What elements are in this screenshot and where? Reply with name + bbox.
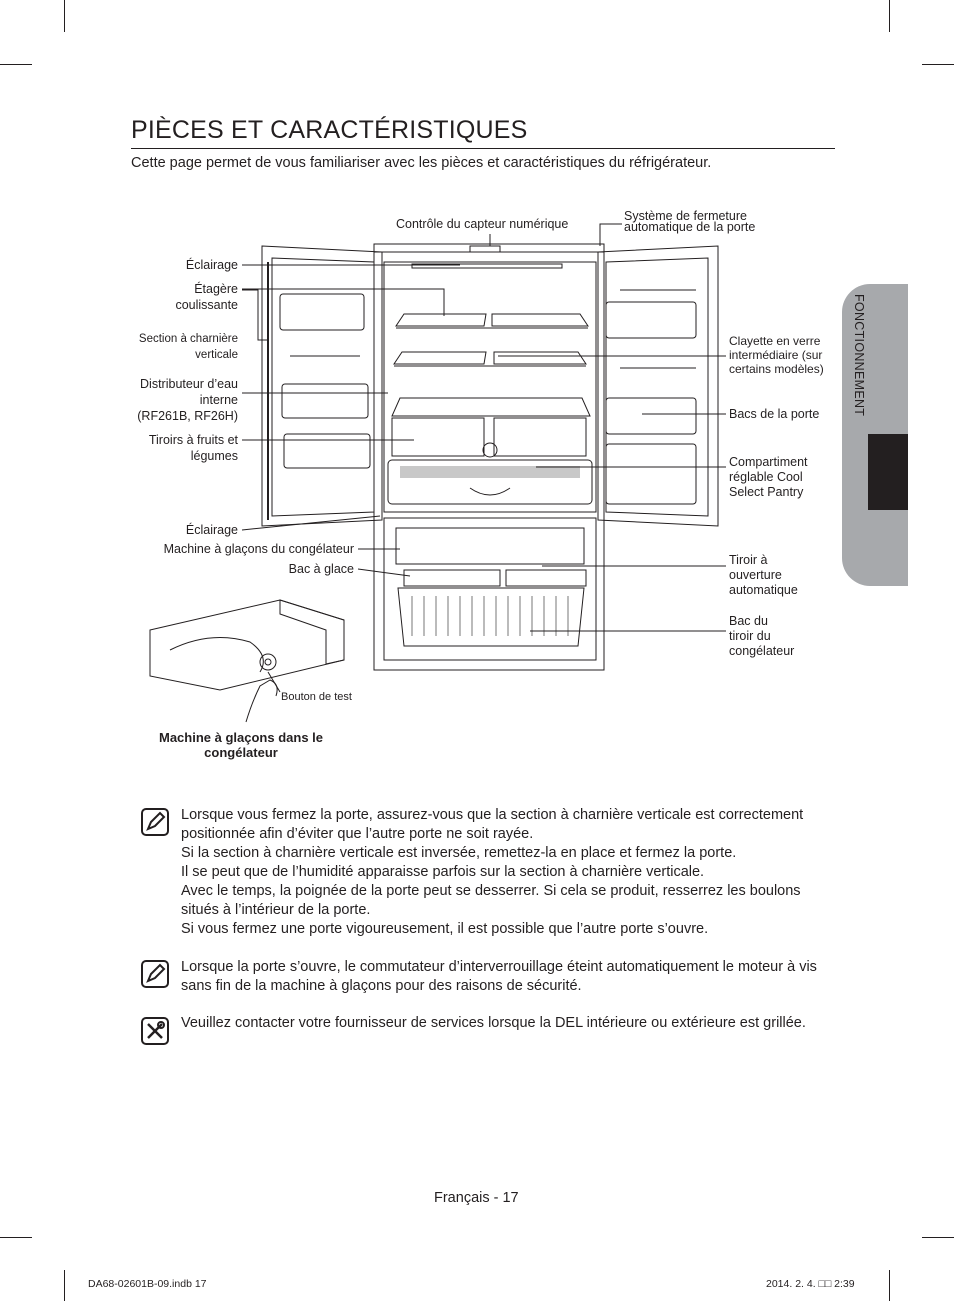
- note-led: Veuillez contacter votre fournisseur de …: [181, 1014, 841, 1033]
- label-ice-maker: Machine à glaçons du congélateur: [163, 542, 354, 556]
- crop-mark: [0, 64, 32, 65]
- label-ice-bin: Bac à glace: [288, 562, 354, 576]
- file-name: DA68-02601B-09.indb 17: [88, 1278, 207, 1290]
- crop-mark: [922, 1237, 954, 1238]
- page-title: PIÈCES ET CARACTÉRISTIQUES: [131, 116, 528, 144]
- label-door-close: Système de fermeture automatique de la p…: [624, 209, 756, 234]
- freezer-basket: [397, 587, 585, 647]
- side-tab-label: FONCTIONNEMENT: [852, 294, 866, 417]
- label-line: Étagère: [194, 282, 238, 296]
- label-hinge-section: Section à charnière verticale: [98, 331, 238, 363]
- note-line: Si la section à charnière verticale est …: [181, 845, 737, 861]
- label-line: Tiroirs à fruits et: [148, 433, 238, 447]
- left-door: [261, 245, 383, 527]
- label-line: interne: [199, 393, 238, 407]
- glass-shelf: [391, 397, 591, 417]
- label-light-bottom: Éclairage: [185, 523, 238, 537]
- label-door-bins: Bacs de la porte: [729, 407, 820, 421]
- ice-maker-unit: [395, 527, 585, 565]
- glass-shelf: [395, 313, 589, 329]
- cool-select-pantry: [387, 459, 593, 505]
- print-date: 2014. 2. 4. □□ 2:39: [766, 1278, 855, 1290]
- note-pencil-icon: [141, 960, 169, 988]
- crop-mark: [64, 0, 65, 32]
- label-glass-shelf: Clayette en verre intermédiaire (sur cer…: [729, 334, 824, 376]
- label-line: Clayette en verre: [729, 334, 821, 348]
- label-sensor: Contrôle du capteur numérique: [396, 217, 569, 231]
- ice-maker-caption: Machine à glaçons dans le congélateur: [141, 730, 341, 760]
- label-line: Tiroir à: [729, 553, 768, 567]
- label-water-dispenser: Distributeur d’eau interne (RF261B, RF26…: [98, 376, 238, 424]
- ice-maker-detail: [149, 599, 345, 723]
- note-hinge: Lorsque vous fermez la porte, assurez-vo…: [181, 806, 841, 939]
- label-line: Système de fermeture: [624, 209, 747, 223]
- note-line: Avec le temps, la poignée de la porte pe…: [181, 883, 801, 918]
- label-crisper: Tiroirs à fruits et légumes: [98, 432, 238, 464]
- freezer-compartment: [383, 517, 597, 661]
- label-sliding-shelf: Étagère coulissante: [98, 281, 238, 313]
- crop-mark: [0, 1237, 32, 1238]
- caption-line: Machine à glaçons dans le: [159, 730, 323, 745]
- label-line: légumes: [190, 449, 238, 463]
- label-line: tiroir du: [729, 629, 771, 643]
- label-line: intermédiaire (sur: [729, 348, 823, 362]
- label-line: congélateur: [729, 644, 795, 658]
- label-cool-select-pantry: Compartiment réglable Cool Select Pantry: [729, 455, 808, 500]
- crop-mark: [922, 64, 954, 65]
- label-line: réglable Cool: [729, 470, 803, 484]
- label-freezer-drawer: Bac du tiroir du congélateur: [729, 614, 794, 659]
- label-line: automatique de la porte: [624, 220, 756, 234]
- note-line: Lorsque la porte s’ouvre, le commutateur…: [181, 959, 817, 994]
- note-line: Si vous fermez une porte vigoureusement,…: [181, 921, 709, 937]
- label-line: Distributeur d’eau: [140, 377, 238, 391]
- label-line: (RF261B, RF26H): [137, 409, 238, 423]
- crop-mark: [889, 0, 890, 32]
- note-pencil-icon: [141, 808, 169, 836]
- crop-mark: [64, 1270, 65, 1301]
- label-line: coulissante: [175, 298, 238, 312]
- label-line: Compartiment: [729, 455, 808, 469]
- ice-bin: [403, 569, 501, 587]
- crisper-drawer-right: [493, 417, 587, 457]
- caption-line: congélateur: [204, 745, 278, 760]
- label-line: Select Pantry: [729, 485, 804, 499]
- note-interlock: Lorsque la porte s’ouvre, le commutateur…: [181, 958, 841, 996]
- label-line: certains modèles): [729, 362, 824, 376]
- label-line: Section à charnière: [138, 333, 238, 345]
- label-line: Bac du: [729, 614, 768, 628]
- note-line: Il se peut que de l’humidité apparaisse …: [181, 864, 705, 880]
- fridge-interior: [383, 261, 597, 513]
- note-line: Lorsque vous fermez la porte, assurez-vo…: [181, 807, 804, 842]
- right-door: [597, 245, 719, 527]
- page-number: Français - 17: [434, 1190, 519, 1206]
- crisper-drawer-left: [391, 417, 485, 457]
- label-light-top: Éclairage: [185, 258, 238, 272]
- note-line: Veuillez contacter votre fournisseur de …: [181, 1015, 806, 1031]
- label-line: verticale: [195, 349, 238, 361]
- crop-mark: [889, 1270, 890, 1301]
- title-rule: [131, 148, 835, 149]
- label-line: ouverture: [729, 568, 782, 582]
- tools-icon: [141, 1017, 169, 1045]
- label-test-button: Bouton de test: [281, 691, 352, 703]
- side-tab-marker: [868, 434, 908, 510]
- label-line: automatique: [729, 583, 798, 597]
- label-auto-drawer: Tiroir à ouverture automatique: [729, 553, 798, 598]
- intro-text: Cette page permet de vous familiariser a…: [131, 155, 712, 171]
- glass-shelf: [393, 351, 587, 367]
